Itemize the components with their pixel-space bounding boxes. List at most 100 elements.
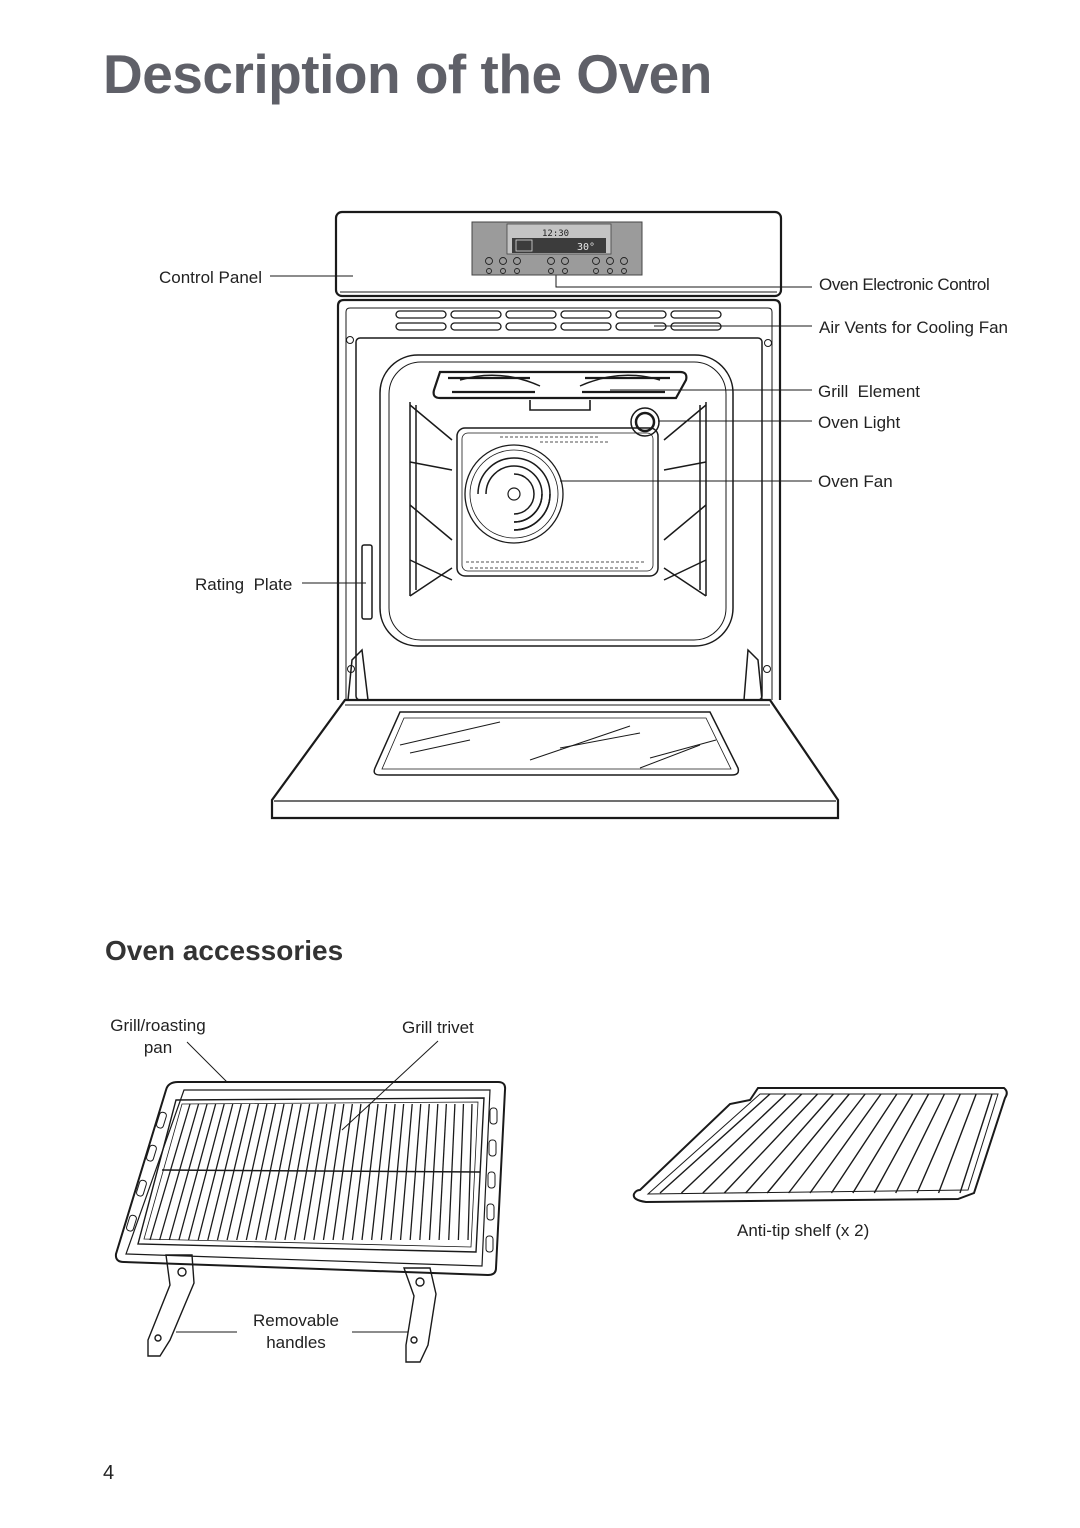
trivet-bar bbox=[293, 1103, 319, 1241]
rating-plate bbox=[361, 544, 373, 620]
oven-electronic-control: 12:30 30° bbox=[471, 221, 643, 276]
label-grill-trivet: Grill trivet bbox=[402, 1018, 474, 1037]
label-removable-handles: Removable handles bbox=[246, 1310, 346, 1354]
control-buttons bbox=[485, 257, 628, 274]
leader-pan bbox=[186, 1041, 228, 1083]
shelf-supports-left bbox=[409, 402, 453, 597]
trivet-bar bbox=[313, 1103, 336, 1241]
trivet-bar bbox=[342, 1103, 362, 1241]
shelf-bar bbox=[809, 1093, 882, 1194]
anti-tip-shelf bbox=[632, 1087, 1008, 1204]
trivet-bar bbox=[264, 1103, 294, 1241]
trivet-bar bbox=[322, 1103, 345, 1241]
label-handles-line1: Removable bbox=[253, 1311, 339, 1330]
removable-handle-left bbox=[147, 1254, 195, 1357]
trivet-bars bbox=[149, 1103, 473, 1241]
trivet-bar bbox=[207, 1103, 242, 1241]
shelf-bar bbox=[830, 1093, 898, 1194]
button-icon bbox=[620, 257, 628, 265]
trivet-bar bbox=[226, 1103, 259, 1241]
page-title: Description of the Oven bbox=[103, 43, 712, 105]
trivet-bar bbox=[390, 1103, 405, 1241]
shelf-bar bbox=[873, 1093, 930, 1194]
trivet-bar bbox=[197, 1103, 234, 1241]
leader-trivet bbox=[341, 1040, 439, 1131]
trivet-bar bbox=[419, 1103, 430, 1241]
label-control-panel: Control Panel bbox=[159, 268, 263, 287]
label-handles-line2: handles bbox=[266, 1333, 326, 1352]
door-window bbox=[373, 711, 740, 776]
shelf-bar bbox=[788, 1093, 866, 1194]
trivet-bar bbox=[370, 1103, 388, 1241]
button-icon bbox=[499, 257, 507, 265]
shelf-bar bbox=[852, 1093, 914, 1194]
oven-light bbox=[630, 407, 660, 437]
label-oven-light: Oven Light bbox=[818, 413, 901, 432]
page-number: 4 bbox=[103, 1462, 115, 1484]
trivet-bar bbox=[284, 1103, 311, 1241]
trivet-bar bbox=[332, 1103, 354, 1241]
air-vents bbox=[395, 310, 722, 331]
label-pan-line1: Grill/roasting bbox=[110, 1016, 206, 1035]
trivet-bar bbox=[428, 1103, 439, 1241]
shelf-bars bbox=[659, 1093, 993, 1194]
shelf-bar bbox=[895, 1093, 946, 1194]
label-oven-electronic-control: Oven Electronic Control bbox=[819, 275, 990, 294]
trivet-bar bbox=[187, 1103, 225, 1241]
grill-trivet bbox=[137, 1097, 485, 1253]
label-anti-tip-shelf: Anti-tip shelf (x 2) bbox=[737, 1221, 870, 1240]
label-air-vents: Air Vents for Cooling Fan bbox=[819, 318, 1008, 337]
removable-handle-right bbox=[403, 1267, 437, 1363]
oven-fan bbox=[464, 444, 564, 544]
trivet-bar bbox=[448, 1103, 456, 1241]
shelf-bar bbox=[680, 1093, 787, 1194]
left-hinge bbox=[347, 648, 369, 701]
button-icon bbox=[561, 257, 569, 265]
trivet-bar bbox=[303, 1103, 328, 1241]
button-icon bbox=[606, 257, 614, 265]
back-panel-holes bbox=[466, 436, 645, 569]
display-oven-icon bbox=[515, 239, 533, 252]
grill-roasting-pan bbox=[114, 1081, 507, 1363]
trivet-bar bbox=[380, 1103, 396, 1241]
trivet-bar bbox=[255, 1103, 285, 1241]
shelf-bar bbox=[723, 1093, 819, 1194]
oven-door bbox=[270, 698, 840, 820]
label-oven-fan: Oven Fan bbox=[818, 472, 893, 491]
accessory-leader-lines bbox=[176, 1040, 439, 1333]
shelf-bar bbox=[959, 1093, 993, 1194]
trivet-bar bbox=[245, 1103, 277, 1241]
button-icon bbox=[592, 257, 600, 265]
label-pan-line2: pan bbox=[143, 1038, 173, 1057]
button-icon bbox=[513, 257, 521, 265]
trivet-bar bbox=[274, 1103, 302, 1241]
label-grill-roasting-pan: Grill/roasting pan bbox=[108, 1015, 208, 1059]
control-panel: 12:30 30° bbox=[334, 210, 783, 298]
shelf-bar bbox=[766, 1093, 850, 1194]
shelf-bar bbox=[745, 1093, 834, 1194]
label-rating-plate: Rating Plate bbox=[195, 575, 293, 594]
pan-slots bbox=[126, 1107, 498, 1253]
trivet-bar bbox=[236, 1103, 268, 1241]
label-grill-element: Grill Element bbox=[818, 382, 921, 401]
button-icon bbox=[547, 257, 555, 265]
shelf-bar bbox=[916, 1093, 961, 1194]
trivet-bar bbox=[159, 1103, 200, 1241]
trivet-bar bbox=[351, 1103, 371, 1241]
glass-reflections bbox=[399, 721, 717, 769]
trivet-bar bbox=[361, 1103, 379, 1241]
shelf-bar bbox=[702, 1093, 803, 1194]
trivet-bar bbox=[216, 1103, 251, 1241]
trivet-bar bbox=[399, 1103, 413, 1241]
right-hinge bbox=[743, 648, 763, 701]
display-time: 12:30 bbox=[542, 229, 569, 239]
shelf-bar bbox=[659, 1093, 771, 1194]
trivet-bar bbox=[457, 1103, 465, 1241]
trivet-bar bbox=[178, 1103, 217, 1241]
leader-electronic-control bbox=[555, 274, 812, 288]
grill-element bbox=[432, 370, 688, 411]
trivet-bar bbox=[149, 1103, 191, 1241]
shelf-supports-right bbox=[663, 402, 707, 597]
display-temperature: 30° bbox=[577, 242, 595, 253]
